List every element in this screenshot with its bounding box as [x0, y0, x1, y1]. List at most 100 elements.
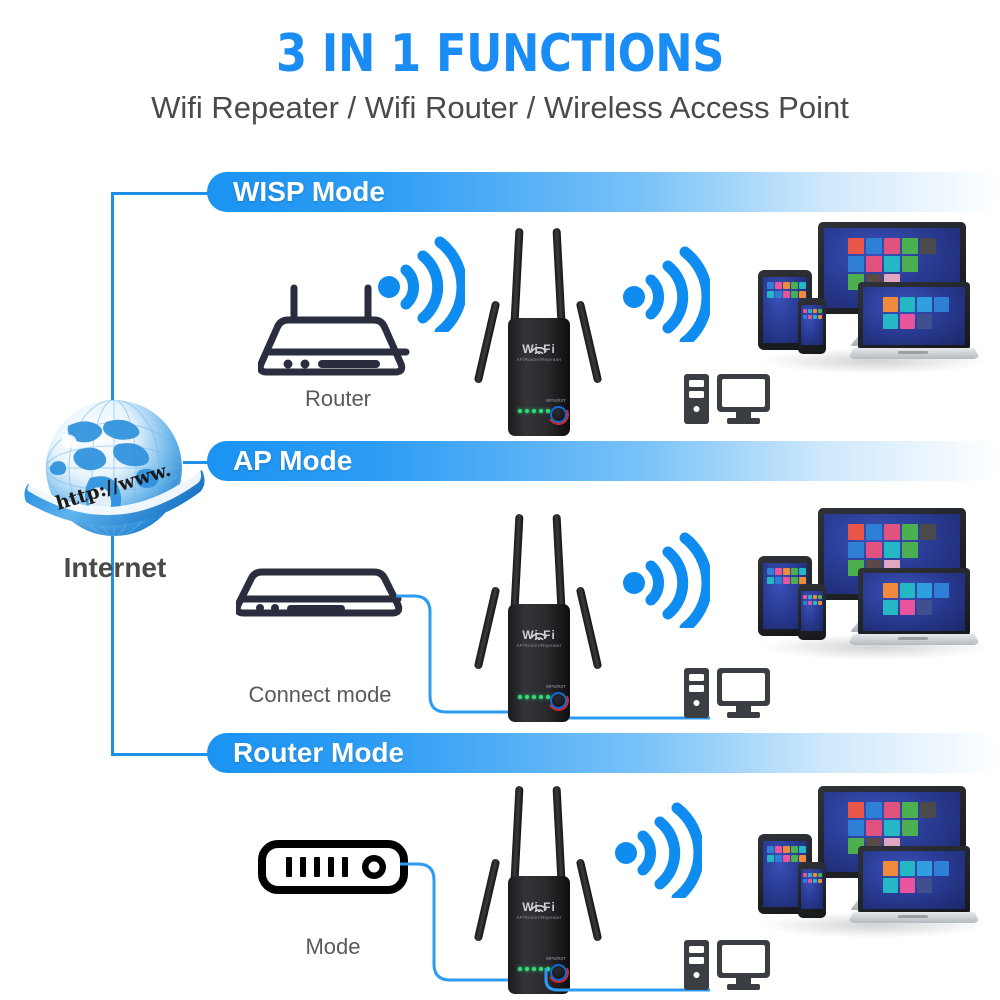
repeater-subbrand: AP/Router/Repeater: [516, 915, 562, 920]
badge-router-mode[interactable]: Router Mode: [207, 733, 1000, 773]
repeater-antenna: [552, 785, 566, 883]
repeater-antenna: [575, 586, 603, 670]
app-tile: [917, 314, 932, 329]
app-tile: [917, 861, 932, 876]
app-tile: [848, 820, 864, 836]
laptop-trackpad: [898, 637, 928, 640]
app-tile: [803, 879, 807, 883]
repeater-led-row: [518, 409, 550, 413]
repeater-body: Wi Fi AP/Router/Repeater WPS/RST: [508, 604, 572, 722]
app-tile: [866, 256, 882, 272]
client-device-cluster-router: [740, 786, 1000, 946]
app-tile: [866, 542, 882, 558]
app-tile: [783, 855, 790, 862]
app-tile: [883, 600, 898, 615]
repeater-led: [539, 967, 543, 971]
app-tile: [900, 583, 915, 598]
repeater-body: Wi Fi AP/Router/Repeater WPS/RST: [508, 876, 572, 994]
repeater-wps-button[interactable]: [550, 406, 567, 423]
app-tile: [813, 595, 817, 599]
app-tile: [803, 601, 807, 605]
app-tile: [808, 601, 812, 605]
app-tile: [884, 256, 900, 272]
repeater-antenna: [552, 227, 566, 325]
badge-wisp-mode[interactable]: WISP Mode: [207, 172, 1000, 212]
app-tile: [767, 568, 774, 575]
internet-label: Internet: [63, 552, 167, 583]
repeater-subbrand: AP/Router/Repeater: [516, 357, 562, 362]
repeater-wps-button[interactable]: [550, 692, 567, 709]
app-tile: [884, 820, 900, 836]
app-tile: [783, 568, 790, 575]
page-subtitle: Wifi Repeater / Wifi Router / Wireless A…: [151, 90, 849, 125]
app-tile: [934, 861, 949, 876]
app-tile: [803, 309, 807, 313]
app-tile: [775, 282, 782, 289]
app-tile: [775, 568, 782, 575]
app-tile: [920, 524, 936, 540]
app-tile: [775, 291, 782, 298]
app-tile: [767, 291, 774, 298]
repeater-antenna: [575, 858, 603, 942]
signal-icon-router-right: [612, 798, 705, 904]
app-tile: [902, 524, 918, 540]
app-tile: [799, 577, 806, 584]
app-tile: [883, 297, 898, 312]
app-tile: [902, 256, 918, 272]
app-tile: [900, 600, 915, 615]
app-tile: [813, 309, 817, 313]
repeater-led: [532, 967, 536, 971]
app-tile: [902, 820, 918, 836]
repeater-wps-caption: WPS/RST: [545, 956, 566, 961]
app-tile: [884, 524, 900, 540]
app-tile: [813, 879, 817, 883]
branch-line-wisp: [111, 192, 221, 195]
app-tile: [767, 282, 774, 289]
laptop-screen: [863, 851, 965, 909]
branch-line-router: [111, 753, 221, 756]
app-tile: [900, 314, 915, 329]
internet-globe: http://www.: [22, 392, 208, 552]
app-tile: [883, 314, 898, 329]
app-tile: [803, 873, 807, 877]
app-tile: [808, 879, 812, 883]
app-tile: [900, 861, 915, 876]
client-device-cluster-wisp: [740, 222, 1000, 382]
app-tile: [848, 802, 864, 818]
signal-icon-wisp-left: [375, 232, 468, 338]
app-tile: [902, 802, 918, 818]
ap-source-label: Connect mode: [248, 682, 392, 707]
repeater-body: Wi Fi AP/Router/Repeater WPS/RST: [508, 318, 572, 436]
app-tile: [848, 524, 864, 540]
app-tile: [767, 846, 774, 853]
app-tile: [767, 855, 774, 862]
app-tile: [791, 846, 798, 853]
app-tile: [791, 577, 798, 584]
app-tile: [848, 542, 864, 558]
repeater-led: [532, 409, 536, 413]
laptop-trackpad: [898, 351, 928, 354]
app-tile: [934, 583, 949, 598]
repeater-led: [525, 409, 529, 413]
laptop: [858, 282, 970, 350]
laptop-trackpad: [898, 915, 928, 918]
app-tile: [902, 238, 918, 254]
app-tile: [883, 583, 898, 598]
app-tile: [917, 878, 932, 893]
repeater-led-row: [518, 967, 550, 971]
app-tile: [917, 600, 932, 615]
app-tile: [866, 238, 882, 254]
app-tile: [884, 238, 900, 254]
badge-ap-mode[interactable]: AP Mode: [207, 441, 1000, 481]
app-tile: [813, 873, 817, 877]
laptop-screen: [863, 287, 965, 345]
repeater-led: [546, 409, 550, 413]
repeater-wps-button[interactable]: [550, 964, 567, 981]
repeater-brand: Wi Fi: [522, 342, 556, 356]
page-title: 3 IN 1 FUNCTIONS: [275, 24, 725, 84]
app-tile: [818, 873, 822, 877]
phone-screen: [801, 869, 823, 909]
repeater-antenna: [552, 513, 566, 611]
app-tile: [917, 297, 932, 312]
badge-ap-label: AP Mode: [233, 445, 353, 476]
